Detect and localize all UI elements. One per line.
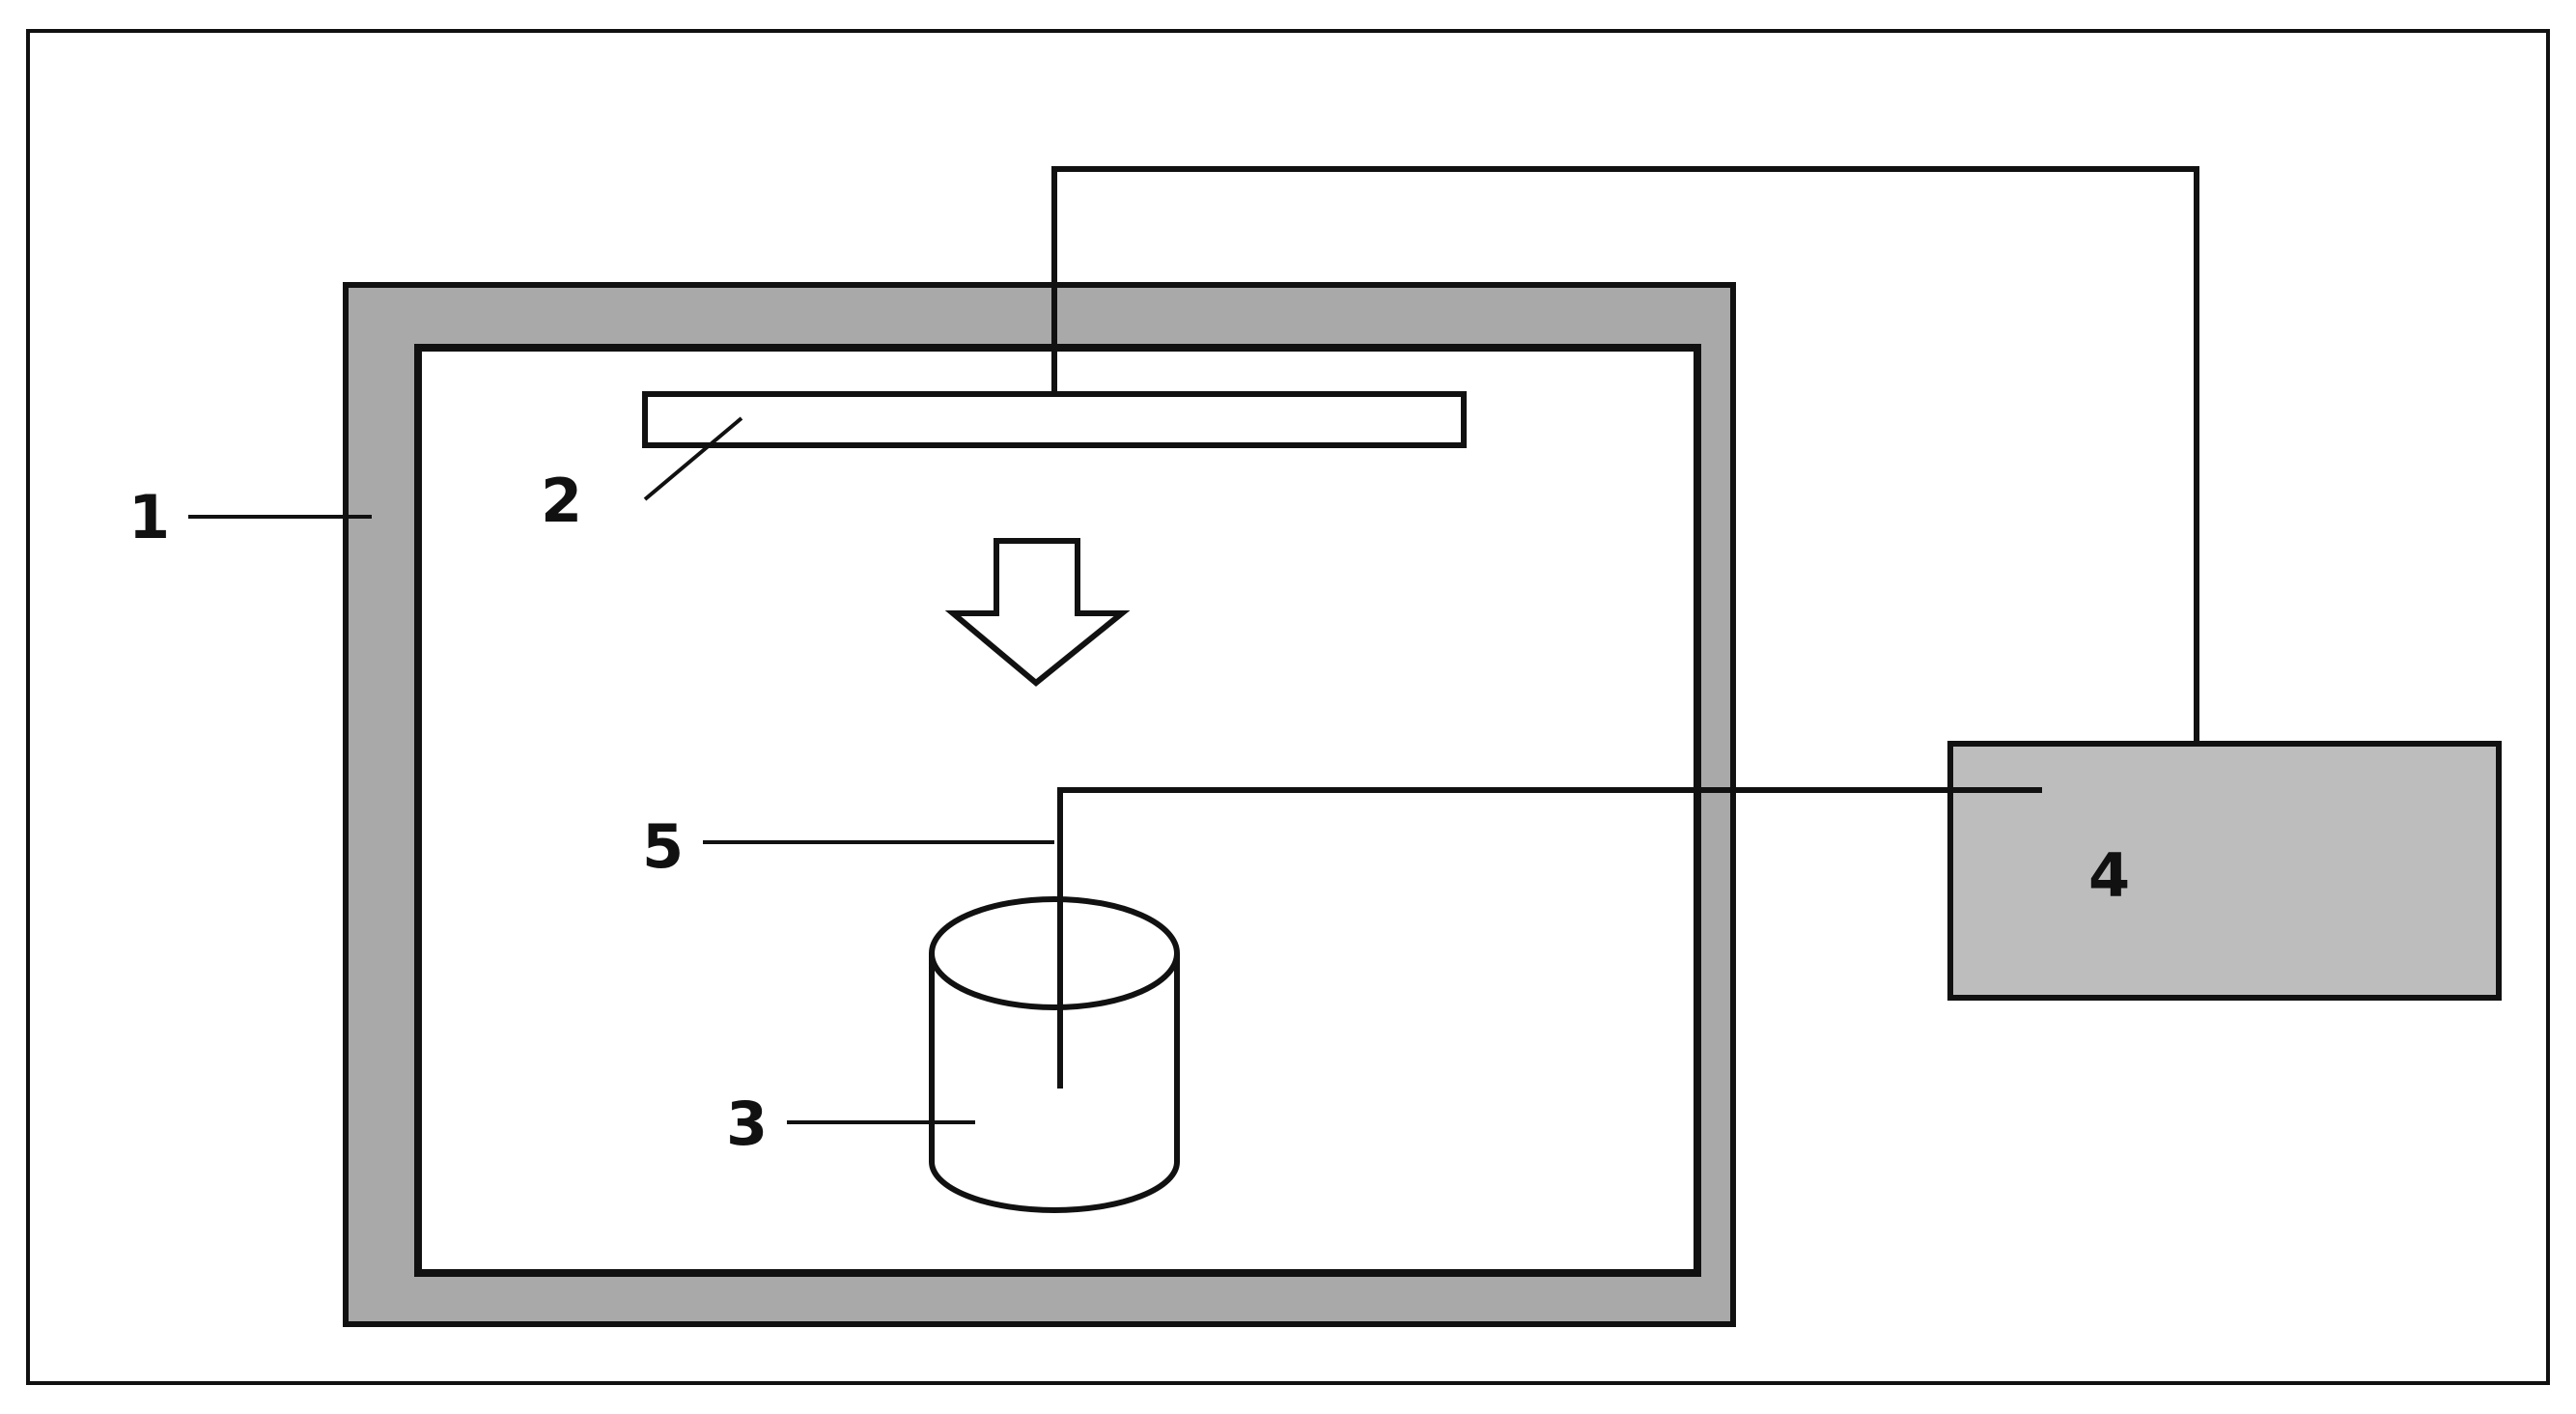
wire-plate-to-controller (1051, 166, 2199, 744)
label-controller: 4 (2088, 840, 2130, 911)
container-body (929, 953, 1180, 1213)
leader-line-2 (643, 416, 743, 501)
outer-border (26, 29, 2550, 1385)
label-probe: 5 (642, 811, 684, 882)
probe-wire (1057, 787, 2042, 1089)
down-arrow (944, 538, 1131, 687)
label-container: 3 (726, 1089, 768, 1159)
controller-box (1947, 741, 2502, 1001)
label-chamber: 1 (128, 482, 170, 552)
container-top (929, 896, 1180, 1010)
label-plate: 2 (541, 466, 582, 536)
plate (642, 391, 1467, 448)
